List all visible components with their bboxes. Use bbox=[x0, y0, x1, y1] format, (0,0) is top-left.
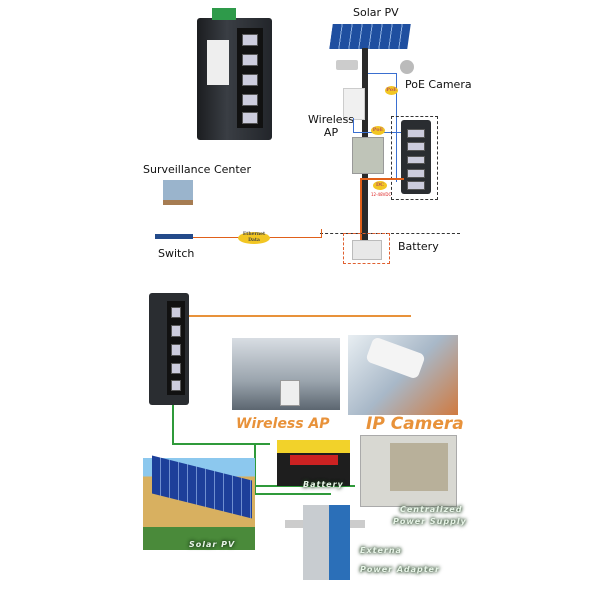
battery-label: Battery bbox=[398, 240, 439, 253]
external-power-adapter-label: Externa bbox=[360, 546, 402, 555]
poe-link-line bbox=[368, 73, 397, 182]
voltage-label: 12-48VDC bbox=[371, 192, 392, 197]
wireless-ap-device bbox=[343, 88, 365, 120]
enclosure-box bbox=[352, 137, 384, 174]
surveillance-center-label: Surveillance Center bbox=[143, 163, 251, 176]
external-power-adapter-label: Power Adapter bbox=[360, 565, 440, 574]
solar-panel-icon bbox=[329, 24, 411, 49]
dc-badge: DC bbox=[373, 181, 387, 190]
power-adapter-image bbox=[303, 505, 350, 580]
battery-icon bbox=[352, 240, 382, 260]
centralized-power-supply-label: Centralized bbox=[400, 505, 463, 514]
poe-badge: PoE bbox=[371, 126, 385, 135]
ip-camera-label: IP Camera bbox=[366, 414, 464, 434]
dashed-box bbox=[391, 116, 438, 200]
green-cable bbox=[254, 443, 331, 495]
battery-label: Battery bbox=[303, 480, 344, 489]
green-cable bbox=[255, 485, 355, 487]
dc-cable bbox=[360, 178, 404, 246]
industrial-switch-device bbox=[197, 18, 272, 140]
terminal-block bbox=[212, 8, 236, 20]
solar-pv-label: Solar PV bbox=[189, 540, 236, 549]
ap-device-icon bbox=[280, 380, 300, 406]
solar-pv-label: Solar PV bbox=[353, 6, 399, 19]
poe-badge: PoE bbox=[385, 86, 398, 95]
wireless-ap-label: Wireless AP bbox=[308, 113, 355, 139]
dome-camera-icon bbox=[400, 60, 414, 74]
battery-label-strip bbox=[290, 455, 338, 465]
switch-label: Switch bbox=[158, 247, 195, 260]
ethernet-cable bbox=[186, 315, 411, 317]
ethernet-data-badge: Ethernet Data bbox=[238, 232, 270, 244]
industrial-switch-device bbox=[149, 293, 189, 405]
poe-switch-device bbox=[401, 120, 431, 194]
network-switch-icon bbox=[155, 234, 193, 239]
wireless-ap-label: Wireless AP bbox=[236, 416, 330, 432]
bullet-camera-icon bbox=[336, 60, 358, 70]
dashed-divider bbox=[320, 233, 460, 234]
power-supply-board bbox=[390, 443, 448, 491]
poe-camera-label: PoE Camera bbox=[405, 78, 472, 91]
green-cable bbox=[172, 405, 270, 445]
centralized-power-supply-label: Power Supply bbox=[393, 517, 467, 526]
battery-box bbox=[343, 233, 390, 264]
surveillance-desk-icon bbox=[163, 180, 193, 220]
